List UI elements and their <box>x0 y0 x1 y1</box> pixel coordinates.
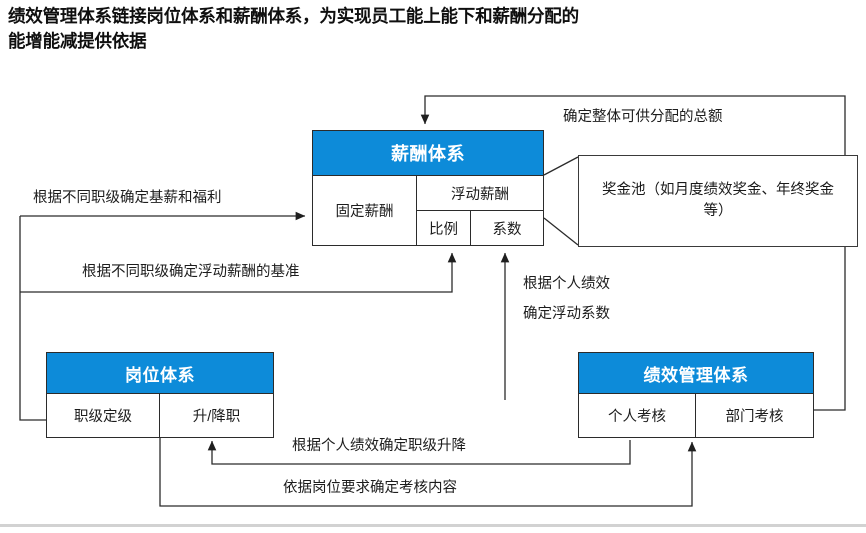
salary-system-body: 固定薪酬 浮动薪酬 比例 系数 <box>312 176 544 246</box>
cell-job-grading[interactable]: 职级定级 <box>46 394 160 438</box>
cell-promotion-demotion[interactable]: 升/降职 <box>160 394 274 438</box>
cell-fixed-pay[interactable]: 固定薪酬 <box>312 176 417 246</box>
callout-bonus-pool[interactable]: 奖金池（如月度绩效奖金、年终奖金等） <box>578 155 858 247</box>
connector-assessment-content <box>159 396 697 507</box>
cell-variable-pay[interactable]: 浮动薪酬 <box>417 176 544 211</box>
label-assessment-content: 依据岗位要求确定考核内容 <box>283 480 457 496</box>
label-promotion: 根据个人绩效确定职级升降 <box>292 438 466 454</box>
variable-pay-subcells: 比例 系数 <box>417 211 544 246</box>
callout-leader-bottom <box>543 217 579 246</box>
page-title: 绩效管理体系链接岗位体系和薪酬体系，为实现员工能上能下和薪酬分配的 能增能减提供… <box>8 4 854 54</box>
position-system-body: 职级定级 升/降职 <box>46 394 274 438</box>
label-base-and-welfare: 根据不同职级确定基薪和福利 <box>33 190 222 206</box>
connector-total-amount <box>420 95 846 411</box>
label-coefficient-line-2: 确定浮动系数 <box>523 305 610 322</box>
cell-ratio[interactable]: 比例 <box>417 211 471 246</box>
cell-coefficient[interactable]: 系数 <box>471 211 544 246</box>
connector-variable-baseline <box>20 252 457 293</box>
cell-individual-assessment[interactable]: 个人考核 <box>578 394 696 438</box>
title-line-2: 能增能减提供依据 <box>8 30 147 51</box>
connector-promotion <box>207 440 631 465</box>
node-performance-system[interactable]: 绩效管理体系 个人考核 部门考核 <box>578 352 814 438</box>
callout-leader-top <box>543 156 579 176</box>
label-coefficient-line-1: 根据个人绩效 <box>523 276 610 292</box>
label-total-amount: 确定整体可供分配的总额 <box>563 109 723 125</box>
connector-position-to-left-spine <box>19 216 46 421</box>
label-variable-baseline: 根据不同职级确定浮动薪酬的基准 <box>82 264 300 280</box>
title-line-1: 绩效管理体系链接岗位体系和薪酬体系，为实现员工能上能下和薪酬分配的 <box>8 6 579 26</box>
node-position-system[interactable]: 岗位体系 职级定级 升/降职 <box>46 352 274 438</box>
node-salary-system[interactable]: 薪酬体系 固定薪酬 浮动薪酬 比例 系数 <box>312 130 544 246</box>
performance-system-header: 绩效管理体系 <box>578 352 814 394</box>
variable-pay-group: 浮动薪酬 比例 系数 <box>417 176 544 246</box>
cell-department-assessment[interactable]: 部门考核 <box>696 394 814 438</box>
label-coefficient: 根据个人绩效 确定浮动系数 <box>523 274 610 326</box>
footer-divider <box>0 524 866 527</box>
position-system-header: 岗位体系 <box>46 352 274 394</box>
salary-system-header: 薪酬体系 <box>312 130 544 176</box>
performance-system-body: 个人考核 部门考核 <box>578 394 814 438</box>
